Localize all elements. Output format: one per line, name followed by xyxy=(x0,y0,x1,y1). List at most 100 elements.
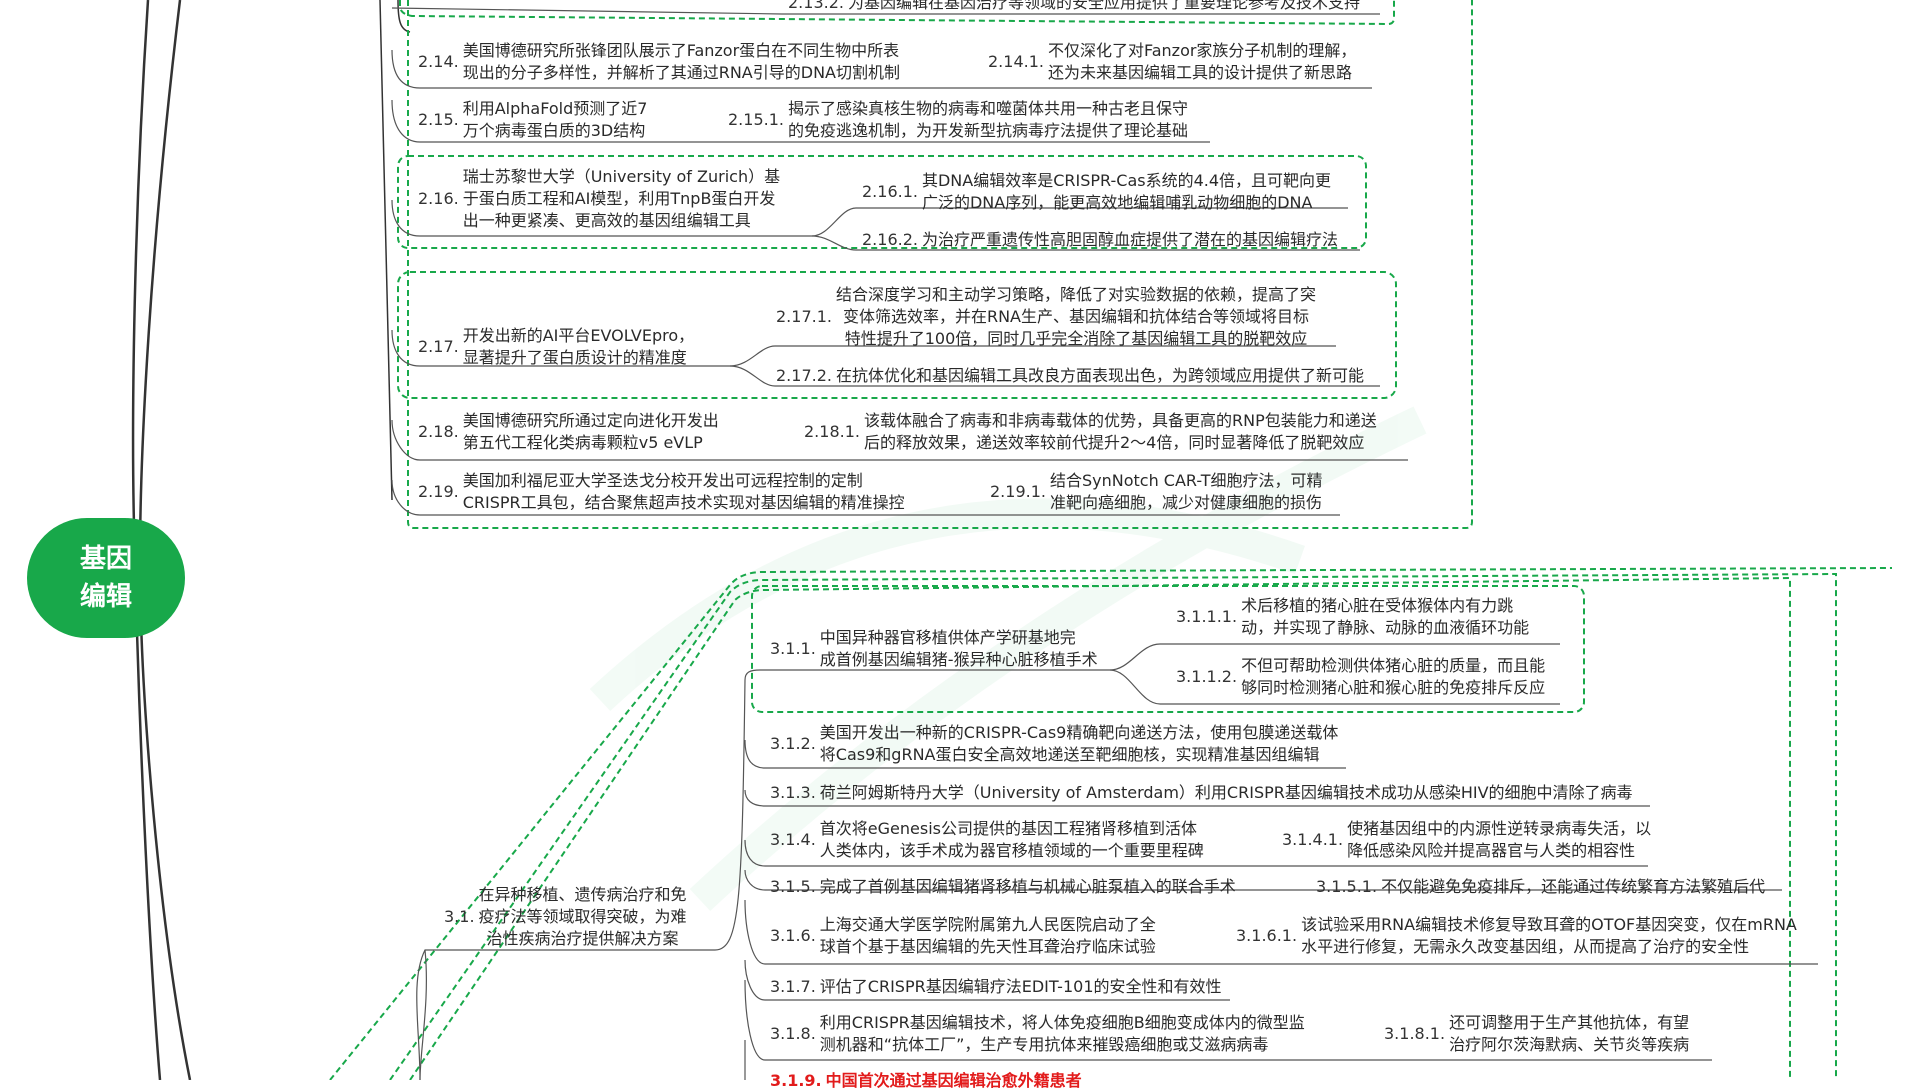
node-text: 首次将eGenesis公司提供的基因工程猪肾移植到活体 人类体内，该手术成为器官… xyxy=(819,819,1204,860)
node-number: 2.16. xyxy=(418,189,459,208)
node-2-17[interactable]: 2.17.开发出新的AI平台EVOLVEpro， 显著提升了蛋白质设计的精准度 xyxy=(418,325,694,369)
node-3-1-8[interactable]: 3.1.8.利用CRISPR基因编辑技术，将人体免疫细胞B细胞变成体内的微型监 … xyxy=(770,1012,1305,1056)
node-text: 结合SynNotch CAR-T细胞疗法，可精 准靶向癌细胞，减少对健康细胞的损… xyxy=(1049,471,1323,512)
node-number: 3.1.2. xyxy=(770,734,816,753)
node-text: 其DNA编辑效率是CRISPR-Cas系统的4.4倍，且可靶向更 广泛的DNA序… xyxy=(921,171,1332,212)
node-number: 3.1.5.1. xyxy=(1316,877,1378,896)
node-3-1-4-1[interactable]: 3.1.4.1.使猪基因组中的内源性逆转录病毒失活，以 降低感染风险并提高器官与… xyxy=(1282,818,1651,862)
node-number: 3.1.1.2. xyxy=(1176,667,1238,686)
node-2-16[interactable]: 2.16.瑞士苏黎世大学（University of Zurich）基 于蛋白质… xyxy=(418,166,780,232)
node-3-1-1[interactable]: 3.1.1.中国异种器官移植供体产学研基地完 成首例基因编辑猪-猴异种心脏移植手… xyxy=(770,627,1098,671)
node-text: 上海交通大学医学院附属第九人民医院启动了全 球首个基于基因编辑的先天性耳聋治疗临… xyxy=(819,915,1156,956)
node-text: 美国博德研究所张锋团队展示了Fanzor蛋白在不同生物中所表 现出的分子多样性，… xyxy=(462,41,900,82)
node-number: 2.15.1. xyxy=(728,110,784,129)
node-3-1-1-1[interactable]: 3.1.1.1.术后移植的猪心脏在受体猴体内有力跳 动，并实现了静脉、动脉的血液… xyxy=(1176,595,1529,639)
node-number: 3.1. xyxy=(444,907,475,926)
node-3-1-1-2[interactable]: 3.1.1.2.不但可帮助检测供体猪心脏的质量，而且能 够同时检测猪心脏和猴心脏… xyxy=(1176,655,1545,699)
node-3-1-4[interactable]: 3.1.4.首次将eGenesis公司提供的基因工程猪肾移植到活体 人类体内，该… xyxy=(770,818,1204,862)
node-number: 3.1.6. xyxy=(770,926,816,945)
node-text: 该载体融合了病毒和非病毒载体的优势，具备更高的RNP包装能力和递送 后的释放效果… xyxy=(863,411,1377,452)
node-text: 瑞士苏黎世大学（University of Zurich）基 于蛋白质工程和AI… xyxy=(462,167,781,230)
node-text: 结合深度学习和主动学习策略，降低了对实验数据的依赖，提高了突 变体筛选效率，并在… xyxy=(835,285,1316,348)
node-text: 在抗体优化和基因编辑工具改良方面表现出色，为跨领域应用提供了新可能 xyxy=(835,366,1364,385)
node-text: 还可调整用于生产其他抗体，有望 治疗阿尔茨海默病、关节炎等疾病 xyxy=(1449,1013,1690,1054)
node-text: 为基因编辑在基因治疗等领域的安全应用提供了重要理论参考及技术支持 xyxy=(847,0,1360,12)
node-2-18-1[interactable]: 2.18.1.该载体融合了病毒和非病毒载体的优势，具备更高的RNP包装能力和递送… xyxy=(804,410,1377,454)
node-2-19-1[interactable]: 2.19.1.结合SynNotch CAR-T细胞疗法，可精 准靶向癌细胞，减少… xyxy=(990,470,1322,514)
node-text: 完成了首例基因编辑猪肾移植与机械心脏泵植入的联合手术 xyxy=(819,877,1236,896)
node-3-1[interactable]: 3.1.在异种移植、遗传病治疗和免 疫疗法等领域取得突破，为难 治性疾病治疗提供… xyxy=(444,884,687,950)
node-number: 3.1.4. xyxy=(770,830,816,849)
box-3-1-1-frame xyxy=(751,585,1585,713)
node-number: 2.13.2. xyxy=(788,0,844,12)
node-number: 2.16.1. xyxy=(862,182,918,201)
node-text: 该试验采用RNA编辑技术修复导致耳聋的OTOF基因突变，仅在mRNA 水平进行修… xyxy=(1301,915,1797,956)
node-number: 2.15. xyxy=(418,110,459,129)
section2-underlines xyxy=(391,7,1408,516)
node-number: 3.1.6.1. xyxy=(1236,926,1298,945)
node-3-1-9[interactable]: 3.1.9.中国首次通过基因编辑治愈外籍患者 xyxy=(770,1070,1082,1092)
node-text: 为治疗严重遗传性高胆固醇血症提供了潜在的基因编辑疗法 xyxy=(921,230,1338,249)
node-2-14-1[interactable]: 2.14.1.不仅深化了对Fanzor家族分子机制的理解， 还为未来基因编辑工具… xyxy=(988,40,1356,84)
node-number: 2.17.2. xyxy=(776,366,832,385)
section3-frames xyxy=(329,567,1893,1080)
node-2-15-1[interactable]: 2.15.1.揭示了感染真核生物的病毒和噬菌体共用一种古老且保守 的免疫逃逸机制… xyxy=(728,98,1188,142)
node-3-1-2[interactable]: 3.1.2.美国开发出一种新的CRISPR-Cas9精确靶向递送方法，使用包膜递… xyxy=(770,722,1338,766)
node-number: 3.1.8. xyxy=(770,1024,816,1043)
node-number: 2.17. xyxy=(418,337,459,356)
node-3-1-5[interactable]: 3.1.5.完成了首例基因编辑猪肾移植与机械心脏泵植入的联合手术 xyxy=(770,876,1236,898)
box-2-13-frame xyxy=(399,0,1395,26)
node-number: 2.18. xyxy=(418,422,459,441)
node-number: 2.14. xyxy=(418,52,459,71)
node-number: 2.17.1. xyxy=(776,307,832,326)
node-2-14[interactable]: 2.14.美国博德研究所张锋团队展示了Fanzor蛋白在不同生物中所表 现出的分… xyxy=(418,40,900,84)
node-number: 2.18.1. xyxy=(804,422,860,441)
node-3-1-5-1[interactable]: 3.1.5.1.不仅能避免免疫排斥，还能通过传统繁育方法繁殖后代 xyxy=(1316,876,1765,898)
node-2-17-2[interactable]: 2.17.2.在抗体优化和基因编辑工具改良方面表现出色，为跨领域应用提供了新可能 xyxy=(776,365,1364,387)
node-number: 3.1.3. xyxy=(770,783,816,802)
node-2-13-2[interactable]: 2.13.2.为基因编辑在基因治疗等领域的安全应用提供了重要理论参考及技术支持 xyxy=(788,0,1360,14)
node-text: 不仅深化了对Fanzor家族分子机制的理解， 还为未来基因编辑工具的设计提供了新… xyxy=(1047,41,1357,82)
section2-frame xyxy=(407,0,1473,529)
node-number: 2.16.2. xyxy=(862,230,918,249)
node-text: 评估了CRISPR基因编辑疗法EDIT-101的安全性和有效性 xyxy=(819,977,1222,996)
node-3-1-3[interactable]: 3.1.3.荷兰阿姆斯特丹大学（University of Amsterdam）… xyxy=(770,782,1633,804)
node-text: 不但可帮助检测供体猪心脏的质量，而且能 够同时检测猪心脏和猴心脏的免疫排斥反应 xyxy=(1241,656,1546,697)
node-text: 美国加利福尼亚大学圣迭戈分校开发出可远程控制的定制 CRISPR工具包，结合聚焦… xyxy=(462,471,905,512)
node-number: 3.1.1. xyxy=(770,639,816,658)
node-text: 美国开发出一种新的CRISPR-Cas9精确靶向递送方法，使用包膜递送载体 将C… xyxy=(819,723,1339,764)
box-2-16-frame xyxy=(397,155,1367,249)
node-3-1-7[interactable]: 3.1.7.评估了CRISPR基因编辑疗法EDIT-101的安全性和有效性 xyxy=(770,976,1222,998)
node-2-15[interactable]: 2.15.利用AlphaFold预测了近7 万个病毒蛋白质的3D结构 xyxy=(418,98,647,142)
node-text: 使猪基因组中的内源性逆转录病毒失活，以 降低感染风险并提高器官与人类的相容性 xyxy=(1347,819,1652,860)
node-text: 术后移植的猪心脏在受体猴体内有力跳 动，并实现了静脉、动脉的血液循环功能 xyxy=(1241,596,1530,637)
node-2-19[interactable]: 2.19.美国加利福尼亚大学圣迭戈分校开发出可远程控制的定制 CRISPR工具包… xyxy=(418,470,905,514)
node-number: 2.19. xyxy=(418,482,459,501)
node-text: 荷兰阿姆斯特丹大学（University of Amsterdam）利用CRIS… xyxy=(819,783,1633,802)
node-3-1-6-1[interactable]: 3.1.6.1.该试验采用RNA编辑技术修复导致耳聋的OTOF基因突变，仅在mR… xyxy=(1236,914,1797,958)
node-2-16-1[interactable]: 2.16.1.其DNA编辑效率是CRISPR-Cas系统的4.4倍，且可靶向更 … xyxy=(862,170,1331,214)
node-3-1-6[interactable]: 3.1.6.上海交通大学医学院附属第九人民医院启动了全 球首个基于基因编辑的先天… xyxy=(770,914,1156,958)
node-number: 3.1.4.1. xyxy=(1282,830,1344,849)
node-text: 中国异种器官移植供体产学研基地完 成首例基因编辑猪-猴异种心脏移植手术 xyxy=(819,628,1098,669)
root-topic[interactable]: 基因 编辑 xyxy=(27,518,185,638)
node-text: 不仅能避免免疫排斥，还能通过传统繁育方法繁殖后代 xyxy=(1381,877,1766,896)
node-text: 在异种移植、遗传病治疗和免 疫疗法等领域取得突破，为难 治性疾病治疗提供解决方案 xyxy=(478,885,687,948)
node-text: 中国首次通过基因编辑治愈外籍患者 xyxy=(825,1071,1082,1090)
node-text: 开发出新的AI平台EVOLVEpro， 显著提升了蛋白质设计的精准度 xyxy=(462,326,695,367)
node-text: 美国博德研究所通过定向进化开发出 第五代工程化类病毒颗粒v5 eVLP xyxy=(462,411,719,452)
node-number: 3.1.9. xyxy=(770,1071,822,1090)
node-number: 2.14.1. xyxy=(988,52,1044,71)
node-3-1-8-1[interactable]: 3.1.8.1.还可调整用于生产其他抗体，有望 治疗阿尔茨海默病、关节炎等疾病 xyxy=(1384,1012,1689,1056)
node-2-17-1[interactable]: 2.17.1.结合深度学习和主动学习策略，降低了对实验数据的依赖，提高了突 变体… xyxy=(776,284,1316,350)
node-number: 3.1.5. xyxy=(770,877,816,896)
node-number: 3.1.7. xyxy=(770,977,816,996)
node-text: 揭示了感染真核生物的病毒和噬菌体共用一种古老且保守 的免疫逃逸机制，为开发新型抗… xyxy=(787,99,1188,140)
node-2-16-2[interactable]: 2.16.2.为治疗严重遗传性高胆固醇血症提供了潜在的基因编辑疗法 xyxy=(862,229,1338,251)
box-2-17-frame xyxy=(397,271,1397,399)
node-number: 3.1.1.1. xyxy=(1176,607,1238,626)
section2-spine xyxy=(379,0,411,501)
node-number: 2.19.1. xyxy=(990,482,1046,501)
node-2-18[interactable]: 2.18.美国博德研究所通过定向进化开发出 第五代工程化类病毒颗粒v5 eVLP xyxy=(418,410,719,454)
